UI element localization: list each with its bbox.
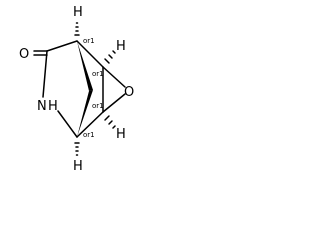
bond-epoxide-o-top (102, 66, 126, 88)
hash-bond-h-top (74, 22, 80, 36)
bridge-wedge-bottom (77, 90, 93, 137)
bond-carbonyl-c-to-c-top (46, 40, 78, 52)
stereo-label-c-top: or1 (83, 37, 95, 45)
hash-bond-h-top-right (104, 50, 116, 64)
bridge-wedge-top (77, 41, 93, 91)
atom-h-bottom-right: H (116, 127, 126, 142)
bond-c-epoxide-bottom-to-c-bottom (76, 111, 104, 138)
bond-c-top-to-c-epoxide-top (76, 40, 104, 68)
molecule-structure: O N H O H H H H or1 or1 or1 or1 (19, 5, 134, 174)
atom-h-bottom: H (73, 159, 83, 174)
atom-h-top-right: H (116, 39, 126, 54)
atom-o-epoxide: O (124, 85, 134, 100)
stereo-label-c-epoxide-top: or1 (92, 70, 104, 78)
atom-n: N (37, 99, 47, 114)
stereo-label-c-bottom: or1 (83, 131, 95, 139)
atom-nh-h: H (48, 99, 58, 114)
bond-n-to-carbonyl-c (42, 50, 48, 98)
atom-h-top: H (73, 5, 83, 20)
bond-c-bottom-to-n (57, 110, 78, 138)
hash-bond-h-bottom (74, 142, 80, 156)
atom-o-carbonyl: O (19, 47, 29, 62)
stereo-label-c-epoxide-bottom: or1 (92, 102, 104, 110)
hash-bond-h-bottom-right (104, 115, 116, 129)
bond-epoxide-o-bottom (102, 93, 126, 113)
